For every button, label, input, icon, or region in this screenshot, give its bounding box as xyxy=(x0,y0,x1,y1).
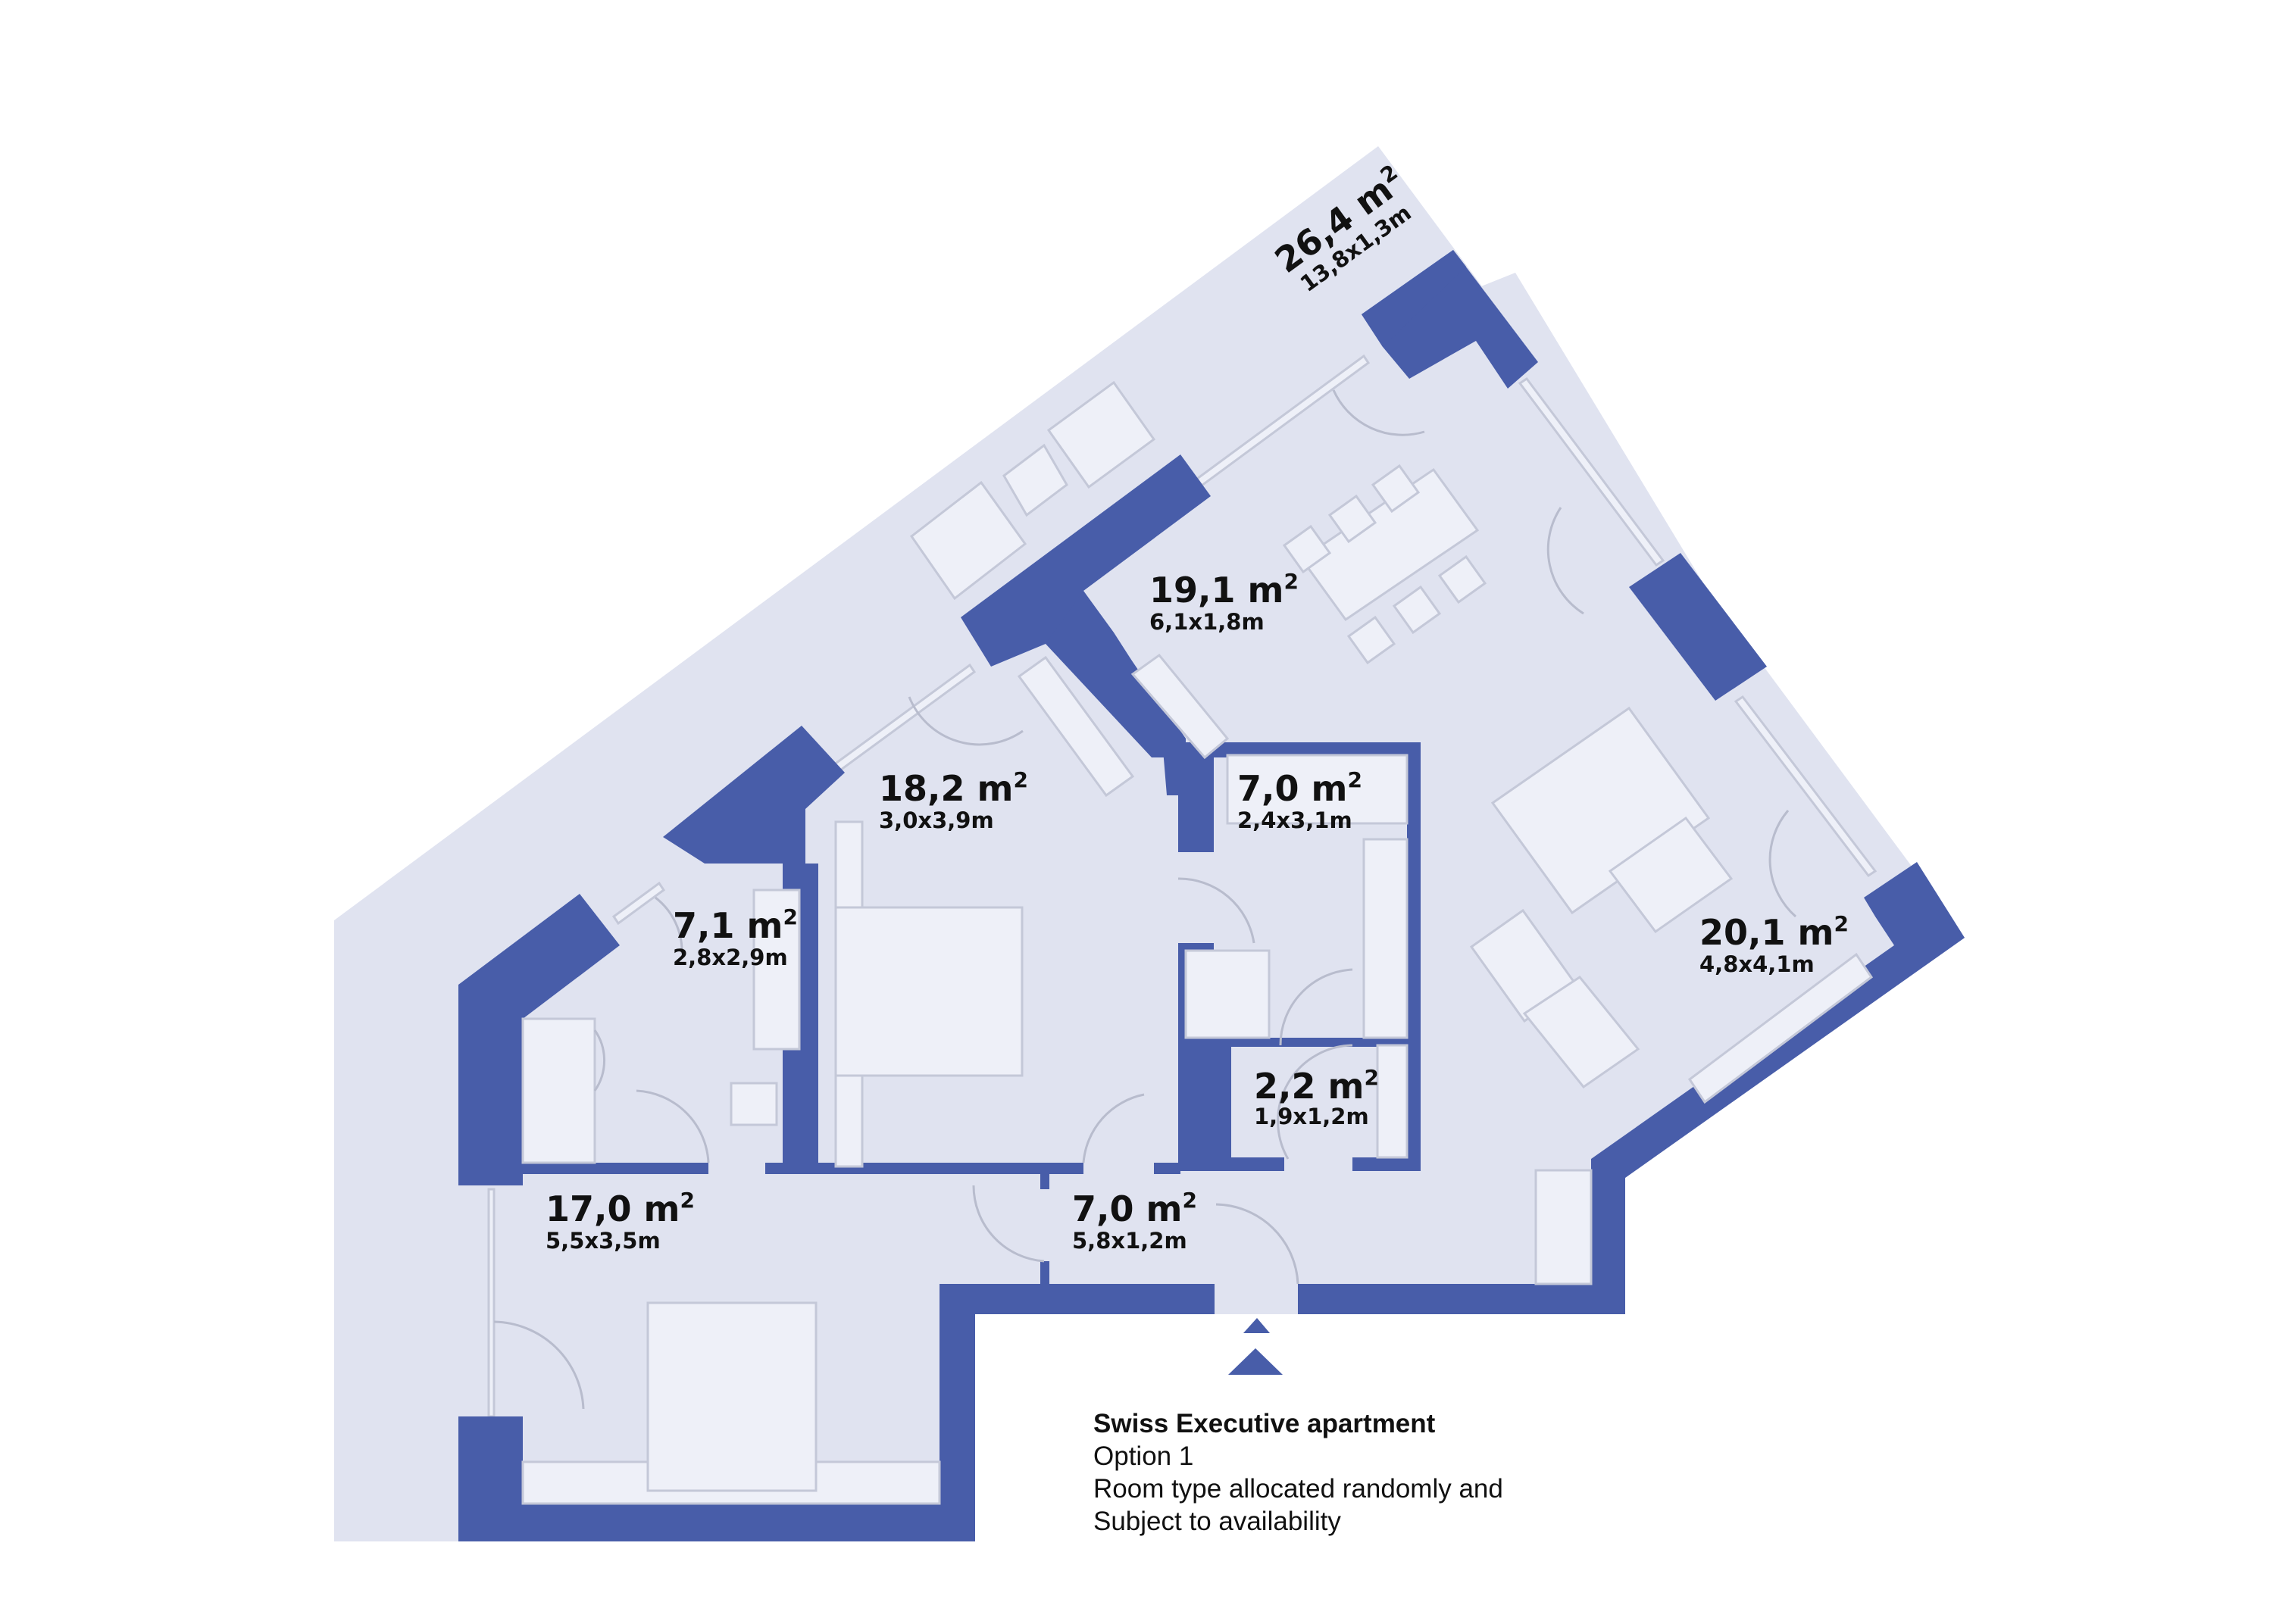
svg-text:7,1 m2: 7,1 m2 xyxy=(673,904,798,946)
door-swings xyxy=(493,389,1796,1410)
svg-text:2,2 m2: 2,2 m2 xyxy=(1254,1065,1379,1107)
entrance-triangle-icon xyxy=(1243,1318,1270,1333)
room-label-bedroom1: 17,0 m2 5,5x3,5m xyxy=(546,1188,695,1254)
room-label-bath1: 7,0 m2 2,4x3,1m xyxy=(1237,767,1362,833)
room-label-wc: 2,2 m2 1,9x1,2m xyxy=(1254,1065,1379,1129)
room-label-lounge: 20,1 m2 4,8x4,1m xyxy=(1699,911,1849,977)
svg-text:18,2 m2: 18,2 m2 xyxy=(879,767,1028,809)
svg-text:3,0x3,9m: 3,0x3,9m xyxy=(879,807,994,833)
svg-text:1,9x1,2m: 1,9x1,2m xyxy=(1254,1104,1369,1129)
note-line-2: Subject to availability xyxy=(1093,1507,1341,1536)
room-label-living: 19,1 m2 6,1x1,8m xyxy=(1149,569,1299,635)
plan-caption: Swiss Executive apartment Option 1 Room … xyxy=(1093,1407,1503,1538)
svg-text:19,1 m2: 19,1 m2 xyxy=(1149,569,1299,611)
svg-text:20,1 m2: 20,1 m2 xyxy=(1699,911,1849,953)
svg-text:6,1x1,8m: 6,1x1,8m xyxy=(1149,609,1265,635)
room-label-bath2: 7,1 m2 2,8x2,9m xyxy=(673,904,798,970)
note-line-1: Room type allocated randomly and xyxy=(1093,1474,1503,1504)
option-label: Option 1 xyxy=(1093,1441,1194,1471)
svg-text:5,8x1,2m: 5,8x1,2m xyxy=(1072,1228,1187,1254)
svg-text:17,0 m2: 17,0 m2 xyxy=(546,1188,695,1229)
svg-text:2,4x3,1m: 2,4x3,1m xyxy=(1237,807,1352,833)
svg-text:7,0 m2: 7,0 m2 xyxy=(1072,1188,1197,1229)
interior-floor xyxy=(458,273,1864,1504)
svg-text:5,5x3,5m: 5,5x3,5m xyxy=(546,1228,661,1254)
entrance-marker-icon xyxy=(1228,1348,1283,1375)
svg-text:7,0 m2: 7,0 m2 xyxy=(1237,767,1362,809)
terrace-furniture xyxy=(909,380,1156,601)
svg-text:2,8x2,9m: 2,8x2,9m xyxy=(673,945,788,970)
room-label-hall: 7,0 m2 5,8x1,2m xyxy=(1072,1188,1197,1254)
room-label-bedroom2: 18,2 m2 3,0x3,9m xyxy=(879,767,1028,833)
svg-text:4,8x4,1m: 4,8x4,1m xyxy=(1699,951,1815,977)
apartment-title: Swiss Executive apartment xyxy=(1093,1409,1436,1438)
interior-furniture xyxy=(521,464,1874,1505)
